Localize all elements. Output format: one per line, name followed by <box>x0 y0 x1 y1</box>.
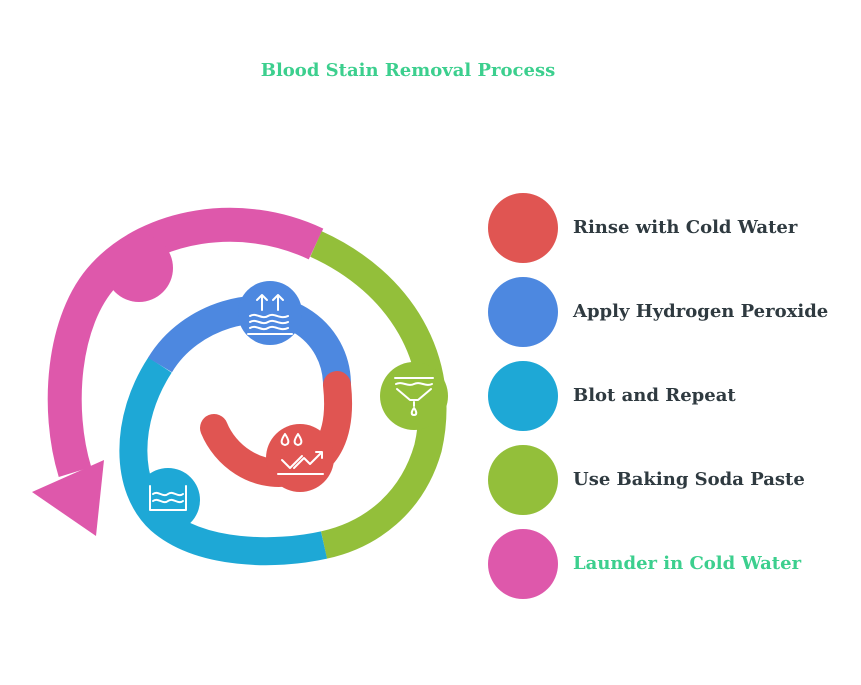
spiral-segment-green <box>310 231 447 559</box>
pink-node <box>105 234 173 302</box>
spiral-segment-pink <box>47 207 324 477</box>
legend-label-rinse: Rinse with Cold Water <box>573 217 798 238</box>
evaporation-water-icon <box>247 294 293 335</box>
legend-dot-red <box>488 193 558 263</box>
legend-item-launder: Launder in Cold Water <box>488 529 848 599</box>
rising-arrows-water-drops-icon <box>277 433 324 475</box>
diagram-title: Blood Stain Removal Process <box>260 60 556 81</box>
legend-item-baking-soda: Use Baking Soda Paste <box>488 445 848 515</box>
legend-label-peroxide: Apply Hydrogen Peroxide <box>573 301 829 322</box>
legend-dot-pink <box>488 529 558 599</box>
legend-item-rinse: Rinse with Cold Water <box>488 193 848 263</box>
legend-item-peroxide: Apply Hydrogen Peroxide <box>488 277 848 347</box>
legend-label-launder: Launder in Cold Water <box>573 553 802 574</box>
water-waves-icon <box>149 485 187 511</box>
filter-drip-icon <box>394 377 434 416</box>
legend-dot-blue <box>488 277 558 347</box>
blue-node <box>238 281 302 345</box>
legend-dot-cyan <box>488 361 558 431</box>
spiral-diagram <box>32 207 448 566</box>
green-node <box>380 362 448 430</box>
legend-dot-green <box>488 445 558 515</box>
legend-item-blot: Blot and Repeat <box>488 361 848 431</box>
legend-label-baking-soda: Use Baking Soda Paste <box>573 469 805 490</box>
arrow-head-pink <box>32 460 104 536</box>
legend-label-blot: Blot and Repeat <box>573 385 736 406</box>
